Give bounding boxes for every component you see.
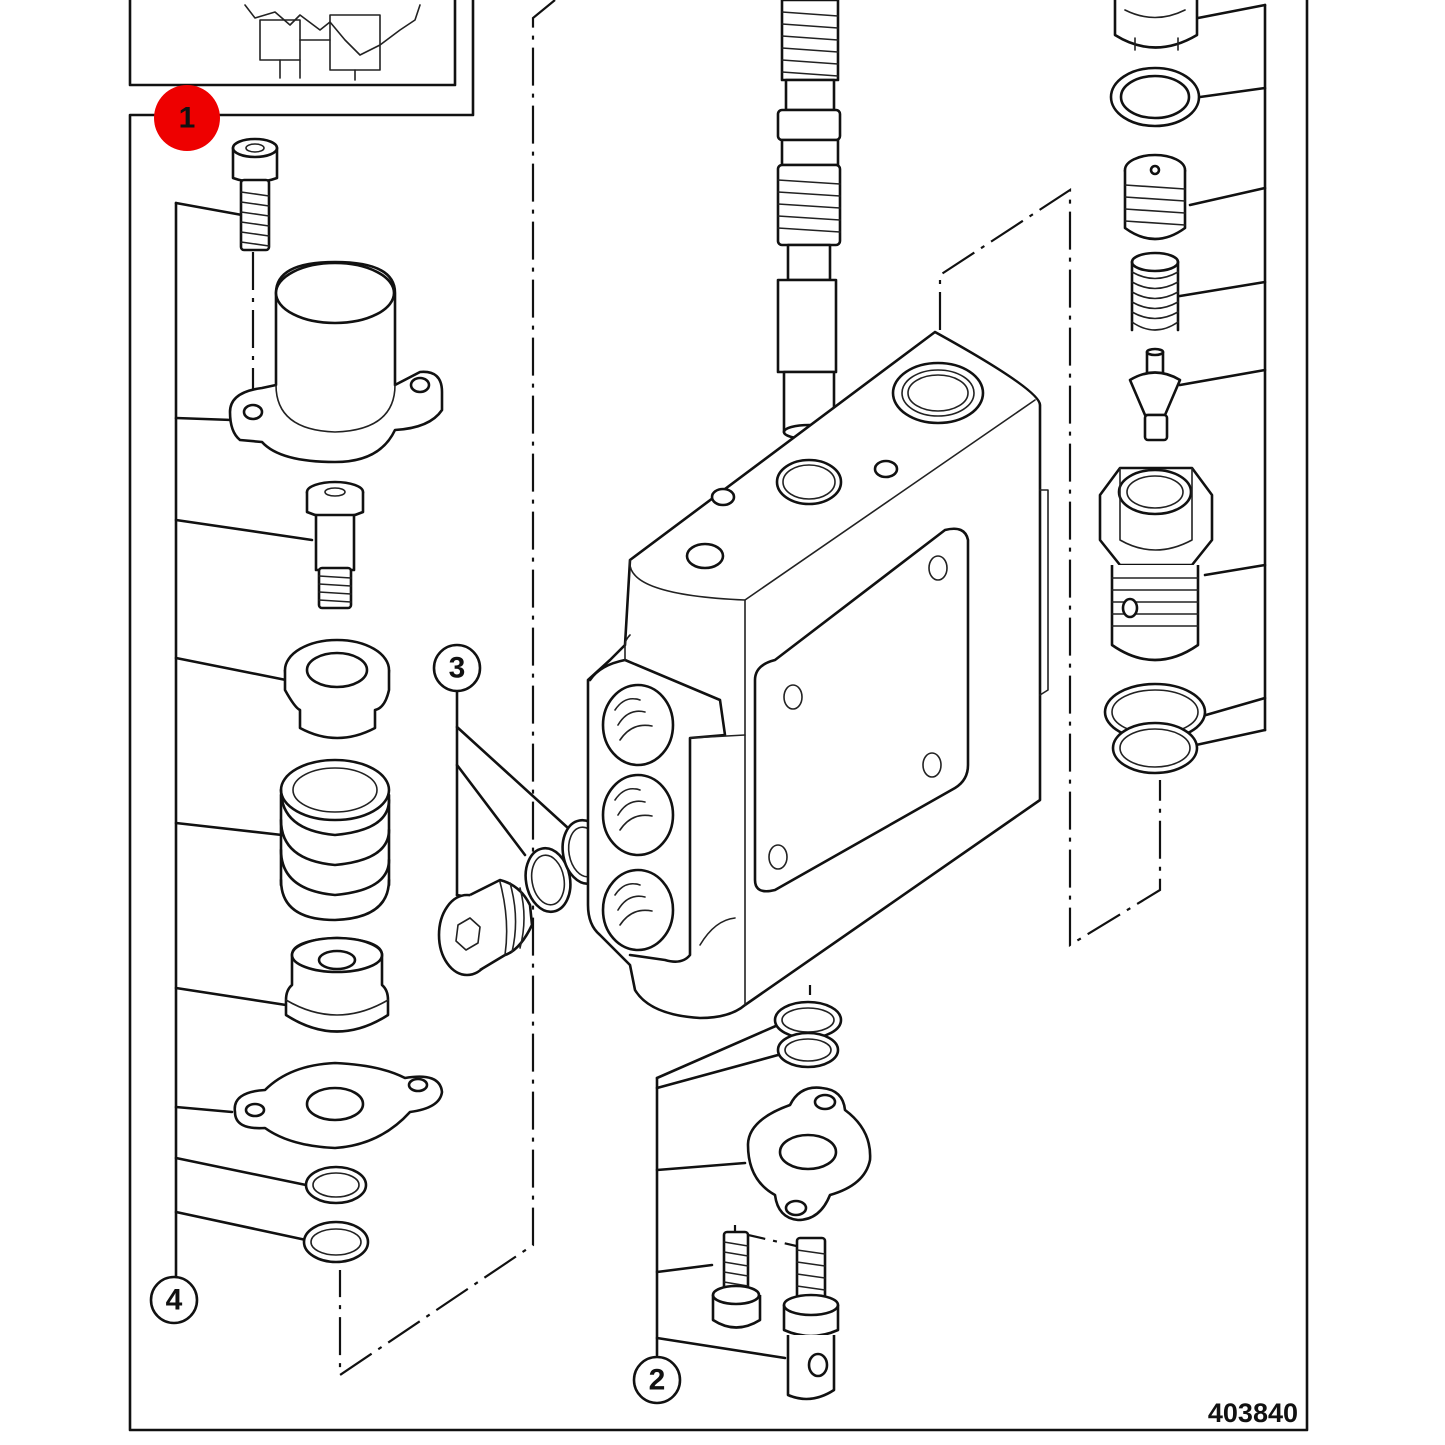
gasket-left [233,1061,444,1150]
cap-screw [231,137,279,252]
o-ring-left-1 [304,1165,368,1205]
plunger-pin [305,480,365,610]
compression-spring [279,758,391,922]
callout-leaders [174,3,1267,1360]
gasket-bottom [746,1086,872,1222]
o-rings-right [1103,682,1207,775]
plug-hex-socket [437,878,534,977]
reference-number: 403840 [1208,1398,1298,1428]
relief-valve-cartridge [1098,466,1214,662]
spring-seat-top [283,638,391,740]
callout-2[interactable]: 2 [632,1355,682,1405]
seal-washer-right [1109,66,1201,128]
callout-3[interactable]: 3 [432,643,482,693]
diagram-frame [128,0,1309,1432]
o-rings-bottom [773,1000,843,1069]
o-ring-left-2 [302,1220,370,1264]
callout-2-label: 2 [649,1364,666,1397]
poppet-valve [1128,347,1182,442]
callout-1-label: 1 [179,102,196,135]
control-spool [776,0,842,441]
callout-3-label: 3 [449,652,466,685]
inset-thumbnail [244,4,421,81]
solenoid-cover [228,260,444,464]
callout-4-label: 4 [166,1284,183,1317]
callout-1-highlight [154,85,220,151]
small-spring-right [1130,251,1180,332]
clevis-pin-bottom [782,1236,840,1401]
callout-4[interactable]: 4 [149,1275,199,1325]
threaded-plug-right [1123,153,1187,241]
o-ring-plug-1 [524,846,572,914]
hex-nut-top [1113,0,1199,51]
spring-seat-bottom [284,936,390,1033]
cap-screw-bottom [711,1230,762,1329]
callout-1[interactable]: 1 [154,85,220,151]
valve-body-section [586,330,1049,1020]
